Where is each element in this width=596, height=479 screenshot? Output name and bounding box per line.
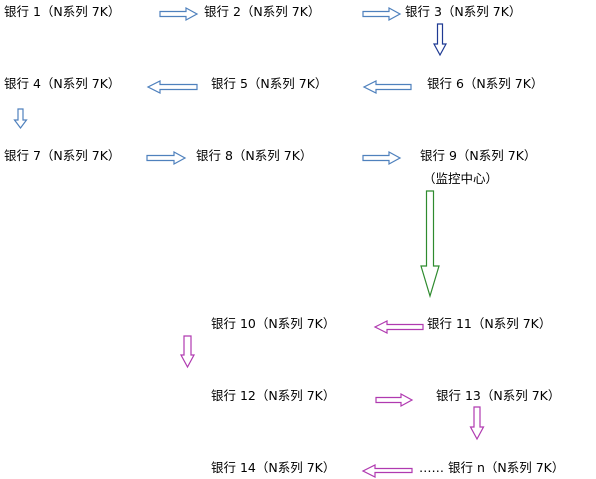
bank-7-node: 银行 7（N系列 7K）: [4, 148, 121, 163]
arrow-down-13-to-n: [469, 406, 485, 441]
bank-6-node: 银行 6（N系列 7K）: [427, 76, 544, 91]
arrow-left-6-to-5: [362, 80, 412, 94]
bank-n-node: …… 银行 n（N系列 7K）: [419, 460, 565, 475]
bank-10-node: 银行 10（N系列 7K）: [211, 316, 336, 331]
bank-13-node: 银行 13（N系列 7K）: [436, 388, 561, 403]
arrow-left-5-to-4: [146, 80, 198, 94]
bank-4-node: 银行 4（N系列 7K）: [4, 76, 121, 91]
arrow-left-n-to-14: [361, 464, 413, 478]
arrow-down-3-to-6: [432, 23, 448, 57]
bank-14-node: 银行 14（N系列 7K）: [211, 460, 336, 475]
arrow-right-8-to-9: [362, 150, 402, 166]
bank-1-node: 银行 1（N系列 7K）: [4, 4, 121, 19]
bank-9-node: 银行 9（N系列 7K）: [420, 148, 537, 163]
arrow-right-1-to-2: [159, 6, 199, 22]
arrow-down-9-to-11: [420, 190, 440, 299]
arrow-right-7-to-8: [146, 150, 187, 166]
bank-2-node: 银行 2（N系列 7K）: [204, 4, 321, 19]
arrow-right-12-to-13: [375, 392, 414, 408]
arrow-down-4-to-7: [13, 108, 28, 129]
arrow-down-10-to-12: [179, 335, 196, 369]
arrow-left-11-to-10: [373, 320, 424, 334]
arrow-right-2-to-3: [362, 6, 402, 22]
bank-8-node: 银行 8（N系列 7K）: [196, 148, 313, 163]
bank-12-node: 银行 12（N系列 7K）: [211, 388, 336, 403]
bank-5-node: 银行 5（N系列 7K）: [211, 76, 328, 91]
bank-11-node: 银行 11（N系列 7K）: [427, 316, 552, 331]
bank-3-node: 银行 3（N系列 7K）: [405, 4, 522, 19]
monitoring-center-label: （监控中心）: [423, 171, 499, 186]
